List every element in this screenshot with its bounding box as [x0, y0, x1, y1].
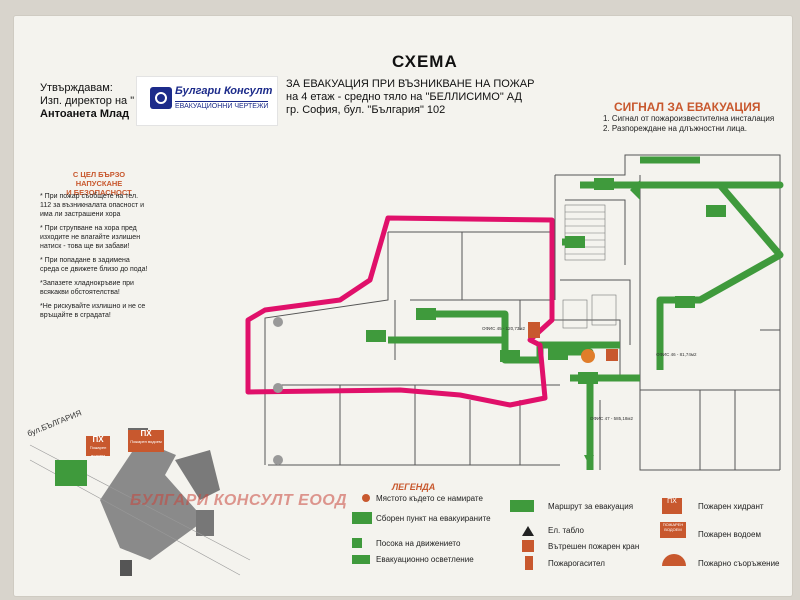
rule-item: * При струпване на хора пред изходите не… — [40, 225, 141, 250]
highlighted-office-area — [245, 215, 555, 408]
site-reservoir-caption: Пожарен водоем — [130, 439, 162, 444]
purpose-line-1: С ЦЕЛ БЪРЗО НАПУСКАНЕ — [72, 170, 126, 188]
room-label-ofis-47: ОФИС 47 - 585,18м2 — [590, 416, 634, 421]
signal-item: 2. Разпореждане на длъжностни лица. — [603, 124, 747, 133]
signal-title: СИГНАЛ ЗА ЕВАКУАЦИЯ — [614, 100, 761, 114]
logo-mark-icon — [150, 87, 172, 109]
legend-emergency-light: Евакуационно осветление — [376, 555, 474, 564]
company-logo: Булгари Консулт ЕВАКУАЦИОННИ ЧЕРТЕЖИ — [136, 76, 278, 126]
legend-reservoir-code: ПОЖАРЕН ВОДОЕМ — [660, 522, 686, 538]
legend-hydrant-code: ПХ — [662, 498, 682, 514]
legend-water-reservoir: Пожарен водоем — [698, 530, 761, 539]
legend-hydrant: Пожарен хидрант — [698, 502, 764, 511]
legend-title: ЛЕГЕНДА — [392, 482, 436, 492]
legend-fire-hose: Вътрешен пожарен кран — [548, 542, 640, 551]
plan-title: СХЕМА — [392, 52, 458, 71]
approval-position: Изп. директор на " — [40, 95, 135, 107]
subtitle-line-1: ЗА ЕВАКУАЦИЯ ПРИ ВЪЗНИКВАНЕ НА ПОЖАР — [286, 78, 535, 90]
room-label-ofis-46: ОФИС 46 - 81,74м2 — [656, 352, 697, 357]
site-hydrant-caption: Пожарен водоем — [89, 445, 107, 458]
exit-signs — [366, 178, 726, 384]
room-label-ofis-45: ОФИС 45 - 120,73м2 — [482, 326, 526, 331]
fire-hose-marker — [606, 349, 618, 361]
plan-subtitle: ЗА ЕВАКУАЦИЯ ПРИ ВЪЗНИКВАНЕ НА ПОЖАР на … — [286, 78, 534, 117]
signal-list: 1. Сигнал от пожароизвестителна инсталац… — [603, 114, 774, 134]
legend-you-are-here: Мястото където се намирате — [376, 494, 483, 503]
legend-electric-panel: Ел. табло — [548, 526, 584, 535]
legend-direction: Посока на движението — [376, 539, 461, 548]
site-hydrant-code: ПХ — [92, 435, 104, 444]
fire-extinguisher-marker — [581, 349, 595, 363]
rule-item: *Запазете хладнокръвие при всякакви обст… — [40, 280, 134, 296]
legend-fire-equipment: Пожарно съоръжение — [698, 559, 780, 568]
purpose-line-2: И БЕЗОПАСНОСТ — [66, 188, 132, 197]
company-watermark: БУЛГАРИ КОНСУЛТ ЕООД — [130, 492, 348, 509]
logo-tagline: ЕВАКУАЦИОННИ ЧЕРТЕЖИ — [175, 101, 269, 110]
site-plan — [29, 428, 251, 576]
logo-brand: Булгари Консулт — [175, 85, 273, 97]
electric-panel-marker — [528, 322, 540, 338]
site-hydrant-marker: ПХ Пожарен водоем — [86, 435, 110, 458]
safety-rules: * При пожар съобщете на тел. 112 за възн… — [40, 192, 148, 325]
rule-item: *Не рискувайте излишно и не се връщайте … — [40, 303, 146, 319]
legend-extinguisher: Пожарогасител — [548, 559, 605, 568]
rule-item: * При попадане в задимена среда се движе… — [40, 257, 148, 273]
rule-item: * При пожар съобщете на тел. 112 за възн… — [40, 193, 145, 218]
purpose-heading: С ЦЕЛ БЪРЗО НАПУСКАНЕ И БЕЗОПАСНОСТ — [54, 170, 144, 197]
subtitle-line-3: гр. София, бул. "България" 102 — [286, 104, 446, 116]
signal-item: 1. Сигнал от пожароизвестителна инсталац… — [603, 114, 775, 123]
legend-evacuation-route: Маршрут за евакуация — [548, 502, 634, 511]
approval-block: Утвърждавам: Изп. директор на " Антоанет… — [40, 82, 134, 121]
subtitle-line-2: на 4 етаж - средно тяло на "БЕЛЛИСИМО" А… — [286, 91, 522, 103]
site-reservoir-code: ПХ — [140, 429, 152, 438]
site-reservoir-marker: ПХ Пожарен водоем — [128, 430, 164, 452]
approval-name: Антоанета Млад — [40, 108, 130, 120]
legend-assembly-point: Сборен пункт на евакуираните — [376, 514, 491, 523]
approval-label: Утвърждавам: — [40, 82, 113, 94]
